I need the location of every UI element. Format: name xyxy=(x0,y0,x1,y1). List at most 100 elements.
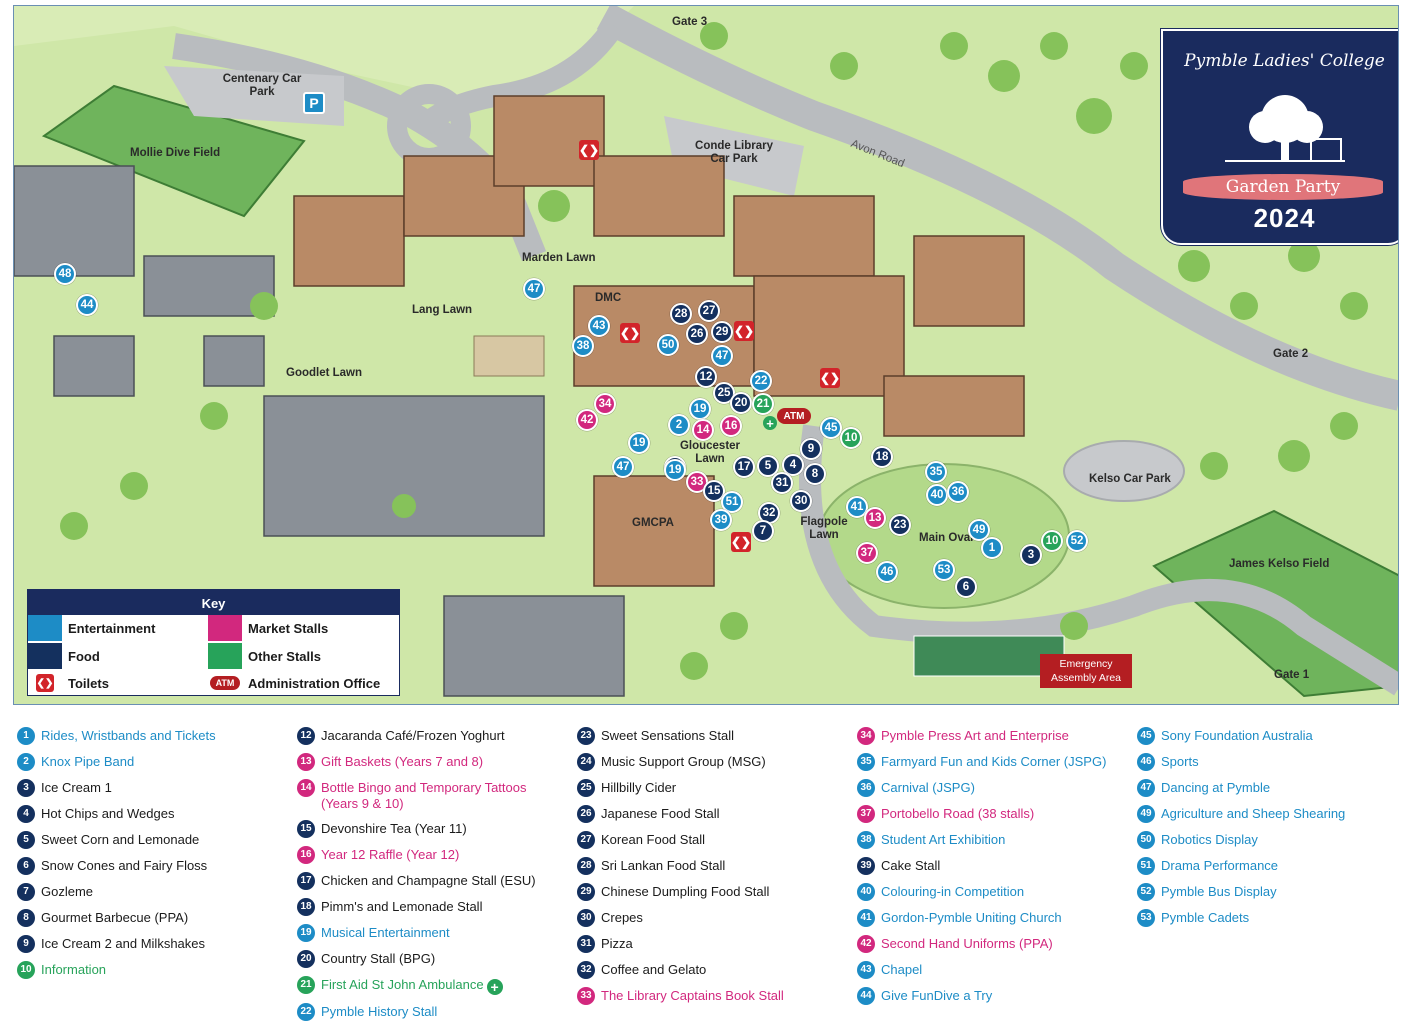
map-marker-41[interactable]: 41 xyxy=(846,496,868,518)
legend-label: Knox Pipe Band xyxy=(41,754,135,769)
map-marker-52[interactable]: 52 xyxy=(1066,530,1088,552)
legend-number-badge: 34 xyxy=(857,727,875,745)
map-marker-2[interactable]: 2 xyxy=(668,414,690,436)
map-marker-36[interactable]: 36 xyxy=(947,481,969,503)
map-marker-7[interactable]: 7 xyxy=(752,520,774,542)
legend-label: Musical Entertainment xyxy=(321,925,450,940)
map-marker-48[interactable]: 48 xyxy=(54,263,76,285)
legend-label: Pymble Cadets xyxy=(1161,910,1250,925)
legend-label: Robotics Display xyxy=(1161,832,1258,847)
map-marker-53[interactable]: 53 xyxy=(933,559,955,581)
legend-label: Sweet Sensations Stall xyxy=(601,728,734,743)
map-marker-19[interactable]: 19 xyxy=(628,432,650,454)
key-food: Food xyxy=(28,643,100,669)
map-marker-40[interactable]: 40 xyxy=(926,484,948,506)
map-marker-35[interactable]: 35 xyxy=(925,461,947,483)
map-marker-19[interactable]: 19 xyxy=(689,398,711,420)
map-marker-9[interactable]: 9 xyxy=(800,438,822,460)
map-marker-22[interactable]: 22 xyxy=(750,370,772,392)
map-marker-34[interactable]: 34 xyxy=(594,393,616,415)
legend-number-badge: 13 xyxy=(297,753,315,771)
map-marker-5[interactable]: 5 xyxy=(757,455,779,477)
map-marker-6[interactable]: 6 xyxy=(955,576,977,598)
key-entertainment: Entertainment xyxy=(28,615,155,641)
map-marker-51[interactable]: 51 xyxy=(721,491,743,513)
toilets-icon: ❮❯ xyxy=(36,674,54,692)
legend-label: Bottle Bingo and Temporary Tattoos (Year… xyxy=(321,780,527,811)
campus-map[interactable]: Gate 3 Centenary Car Park P Mollie Dive … xyxy=(13,5,1399,705)
map-marker-45[interactable]: 45 xyxy=(820,417,842,439)
map-marker-47[interactable]: 47 xyxy=(612,456,634,478)
map-marker-26[interactable]: 26 xyxy=(686,323,708,345)
map-marker-47[interactable]: 47 xyxy=(523,278,545,300)
legend-number-badge: 38 xyxy=(857,831,875,849)
legend-label: Jacaranda Café/Frozen Yoghurt xyxy=(321,728,505,743)
map-marker-50[interactable]: 50 xyxy=(657,334,679,356)
map-marker-10[interactable]: 10 xyxy=(1041,530,1063,552)
map-marker-32[interactable]: 32 xyxy=(758,502,780,524)
key-market-stalls: Market Stalls xyxy=(208,615,328,641)
legend-number-badge: 39 xyxy=(857,857,875,875)
map-marker-47[interactable]: 47 xyxy=(711,345,733,367)
toilets-icon: ❮❯ xyxy=(820,368,840,388)
label-centenary-car-park: Centenary Car Park xyxy=(222,73,302,98)
map-marker-42[interactable]: 42 xyxy=(576,409,598,431)
legend-number-badge: 26 xyxy=(577,805,595,823)
map-marker-4[interactable]: 4 xyxy=(782,454,804,476)
map-marker-3[interactable]: 3 xyxy=(1020,544,1042,566)
map-marker-31[interactable]: 31 xyxy=(771,472,793,494)
map-marker-38[interactable]: 38 xyxy=(572,335,594,357)
legend-number-badge: 7 xyxy=(17,883,35,901)
map-marker-44[interactable]: 44 xyxy=(76,294,98,316)
legend-label: Portobello Road (38 stalls) xyxy=(881,806,1035,821)
legend-label: Sweet Corn and Lemonade xyxy=(41,832,200,847)
legend-label: Coffee and Gelato xyxy=(601,962,707,977)
map-marker-8[interactable]: 8 xyxy=(804,463,826,485)
map-marker-17[interactable]: 17 xyxy=(733,456,755,478)
map-marker-14[interactable]: 14 xyxy=(692,419,714,441)
map-marker-37[interactable]: 37 xyxy=(856,542,878,564)
map-marker-23[interactable]: 23 xyxy=(889,514,911,536)
map-marker-20[interactable]: 20 xyxy=(730,392,752,414)
map-marker-21[interactable]: 21 xyxy=(752,393,774,415)
map-marker-16[interactable]: 16 xyxy=(720,415,742,437)
legend-number-badge: 46 xyxy=(1137,753,1155,771)
map-marker-19[interactable]: 19 xyxy=(664,459,686,481)
label-lang-lawn: Lang Lawn xyxy=(412,304,473,316)
map-marker-15[interactable]: 15 xyxy=(703,480,725,502)
map-marker-46[interactable]: 46 xyxy=(876,561,898,583)
label-gate-3: Gate 3 xyxy=(672,16,708,28)
legend-label: Sports xyxy=(1161,754,1199,769)
map-marker-39[interactable]: 39 xyxy=(710,509,732,531)
toilets-icon: ❮❯ xyxy=(734,321,754,341)
map-marker-28[interactable]: 28 xyxy=(670,303,692,325)
legend-number-badge: 40 xyxy=(857,883,875,901)
map-marker-25[interactable]: 25 xyxy=(713,382,735,404)
map-marker-49[interactable]: 49 xyxy=(968,519,990,541)
map-marker-13[interactable]: 13 xyxy=(864,507,886,529)
map-marker-1[interactable]: 1 xyxy=(981,537,1003,559)
map-marker-29[interactable]: 29 xyxy=(711,321,733,343)
map-marker-27[interactable]: 27 xyxy=(698,300,720,322)
map-marker-10[interactable]: 10 xyxy=(840,427,862,449)
legend-label: Snow Cones and Fairy Floss xyxy=(41,858,208,873)
map-marker-43[interactable]: 43 xyxy=(588,315,610,337)
map-marker-30[interactable]: 30 xyxy=(790,490,812,512)
school-name: Pymble Ladies' College xyxy=(1184,51,1385,71)
map-marker-12[interactable]: 12 xyxy=(695,366,717,388)
map-marker-18[interactable]: 18 xyxy=(871,446,893,468)
key-title: Key xyxy=(28,590,399,615)
legend-label: Country Stall (BPG) xyxy=(321,951,436,966)
